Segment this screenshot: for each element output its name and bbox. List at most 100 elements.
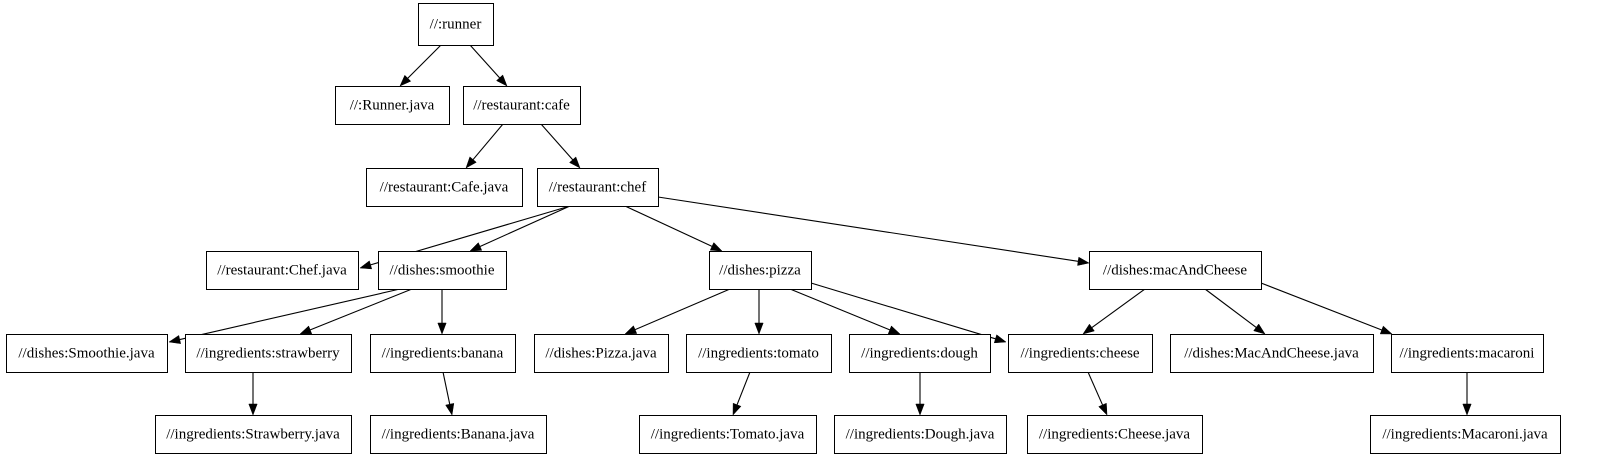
edge-restaurant_chef-to-dishes_macandcheese bbox=[657, 196, 1090, 266]
edge-arrowhead bbox=[248, 403, 258, 416]
edge-line bbox=[310, 288, 413, 331]
node-ing_dough_java[interactable]: //ingredients:Dough.java bbox=[834, 415, 1007, 454]
node-dishes_smoothie_java[interactable]: //dishes:Smoothie.java bbox=[6, 334, 168, 373]
node-restaurant_cafe_java[interactable]: //restaurant:Cafe.java bbox=[366, 168, 523, 207]
edge-line bbox=[789, 288, 891, 331]
node-dishes_pizza[interactable]: //dishes:pizza bbox=[709, 251, 812, 290]
edge-restaurant_cafe-to-restaurant_cafe_java bbox=[465, 123, 504, 169]
node-runner_java[interactable]: //:Runner.java bbox=[335, 86, 450, 125]
node-box[interactable] bbox=[378, 251, 507, 290]
node-box[interactable] bbox=[185, 334, 352, 373]
node-label: //restaurant:Cafe.java bbox=[380, 179, 509, 195]
node-box[interactable] bbox=[639, 415, 817, 454]
edge-arrowhead bbox=[887, 325, 901, 335]
node-label: //ingredients:Tomato.java bbox=[651, 426, 805, 442]
node-label: //ingredients:Macaroni.java bbox=[1382, 426, 1548, 442]
edge-arrowhead bbox=[1379, 325, 1393, 335]
node-label: //restaurant:cafe bbox=[473, 97, 570, 113]
node-ing_tomato[interactable]: //ingredients:tomato bbox=[686, 334, 832, 373]
nodes-layer: //:runner //:Runner.java //restaurant:cafe… bbox=[6, 3, 1561, 454]
edge-arrowhead bbox=[1098, 402, 1108, 416]
edge-dishes_macandcheese-to-ing_cheese bbox=[1082, 288, 1146, 335]
node-dishes_macandcheese[interactable]: //dishes:macAndCheese bbox=[1089, 251, 1262, 290]
node-box[interactable] bbox=[206, 251, 359, 290]
edges-layer bbox=[168, 44, 1472, 416]
edge-arrowhead bbox=[1077, 256, 1090, 266]
node-box[interactable] bbox=[370, 334, 516, 373]
edge-runner-to-restaurant_cafe bbox=[469, 44, 508, 87]
node-label: //:runner bbox=[430, 16, 482, 32]
node-box[interactable] bbox=[1027, 415, 1203, 454]
edge-dishes_macandcheese-to-ing_macaroni bbox=[1260, 282, 1393, 335]
edge-ing_banana-to-ing_banana_java bbox=[442, 371, 455, 416]
node-ing_cheese[interactable]: //ingredients:cheese bbox=[1008, 334, 1153, 373]
edge-line bbox=[472, 123, 504, 160]
node-label: //ingredients:Cheese.java bbox=[1039, 426, 1191, 442]
edge-line bbox=[657, 196, 1079, 262]
edge-restaurant_cafe-to-restaurant_chef bbox=[540, 123, 581, 169]
edge-line bbox=[624, 205, 713, 247]
edge-arrowhead bbox=[168, 335, 181, 344]
node-box[interactable] bbox=[834, 415, 1007, 454]
edge-arrowhead bbox=[754, 322, 764, 335]
node-box[interactable] bbox=[534, 334, 669, 373]
node-ing_banana[interactable]: //ingredients:banana bbox=[370, 334, 516, 373]
edge-line bbox=[179, 288, 401, 341]
edge-line bbox=[1087, 371, 1104, 406]
edge-ing_cheese-to-ing_cheese_java bbox=[1087, 371, 1108, 416]
node-ing_tomato_java[interactable]: //ingredients:Tomato.java bbox=[639, 415, 817, 454]
node-ing_banana_java[interactable]: //ingredients:Banana.java bbox=[370, 415, 547, 454]
edge-arrowhead bbox=[732, 402, 742, 416]
node-ing_macaroni_java[interactable]: //ingredients:Macaroni.java bbox=[1370, 415, 1561, 454]
node-ing_macaroni[interactable]: //ingredients:macaroni bbox=[1391, 334, 1544, 373]
node-box[interactable] bbox=[537, 168, 659, 207]
node-box[interactable] bbox=[1089, 251, 1262, 290]
node-label: //ingredients:banana bbox=[382, 345, 504, 361]
node-label: //dishes:Smoothie.java bbox=[18, 345, 155, 361]
edge-arrowhead bbox=[915, 403, 925, 416]
edge-line bbox=[469, 44, 501, 79]
node-box[interactable] bbox=[686, 334, 832, 373]
node-box[interactable] bbox=[366, 168, 523, 207]
edge-arrowhead bbox=[299, 325, 313, 335]
edge-arrowhead bbox=[496, 74, 508, 87]
node-ing_cheese_java[interactable]: //ingredients:Cheese.java bbox=[1027, 415, 1203, 454]
edge-restaurant_chef-to-dishes_smoothie bbox=[469, 205, 571, 252]
node-box[interactable] bbox=[335, 86, 450, 125]
edge-ing_dough-to-ing_dough_java bbox=[915, 372, 925, 416]
node-dishes_smoothie[interactable]: //dishes:smoothie bbox=[378, 251, 507, 290]
node-box[interactable] bbox=[155, 415, 352, 454]
node-box[interactable] bbox=[1391, 334, 1544, 373]
edge-dishes_pizza-to-dishes_pizza_java bbox=[624, 288, 731, 335]
node-box[interactable] bbox=[709, 251, 812, 290]
edge-dishes_smoothie-to-ing_strawberry bbox=[299, 288, 413, 335]
edge-arrowhead bbox=[359, 260, 373, 270]
edge-line bbox=[479, 205, 571, 247]
edge-ing_strawberry-to-ing_strawberry_java bbox=[248, 372, 258, 416]
node-dishes_pizza_java[interactable]: //dishes:Pizza.java bbox=[534, 334, 669, 373]
node-label: //ingredients:Strawberry.java bbox=[166, 426, 340, 442]
node-box[interactable] bbox=[849, 334, 991, 373]
node-restaurant_chef[interactable]: //restaurant:chef bbox=[537, 168, 659, 207]
node-box[interactable] bbox=[418, 3, 494, 46]
edge-arrowhead bbox=[1082, 323, 1095, 335]
node-box[interactable] bbox=[463, 86, 581, 125]
node-restaurant_cafe[interactable]: //restaurant:cafe bbox=[463, 86, 581, 125]
node-runner[interactable]: //:runner bbox=[418, 3, 494, 46]
node-box[interactable] bbox=[370, 415, 547, 454]
edge-ing_tomato-to-ing_tomato_java bbox=[732, 371, 751, 416]
node-box[interactable] bbox=[1370, 415, 1561, 454]
node-box[interactable] bbox=[1008, 334, 1153, 373]
edge-line bbox=[540, 123, 574, 161]
edge-line bbox=[442, 371, 451, 405]
node-box[interactable] bbox=[1170, 334, 1374, 373]
node-ing_strawberry_java[interactable]: //ingredients:Strawberry.java bbox=[155, 415, 352, 454]
node-label: //dishes:Pizza.java bbox=[545, 345, 657, 361]
edge-arrowhead bbox=[709, 242, 723, 252]
node-ing_strawberry[interactable]: //ingredients:strawberry bbox=[185, 334, 352, 373]
node-restaurant_chef_java[interactable]: //restaurant:Chef.java bbox=[206, 251, 359, 290]
node-ing_dough[interactable]: //ingredients:dough bbox=[849, 334, 991, 373]
node-dishes_macandcheese_java[interactable]: //dishes:MacAndCheese.java bbox=[1170, 334, 1374, 373]
node-box[interactable] bbox=[6, 334, 168, 373]
